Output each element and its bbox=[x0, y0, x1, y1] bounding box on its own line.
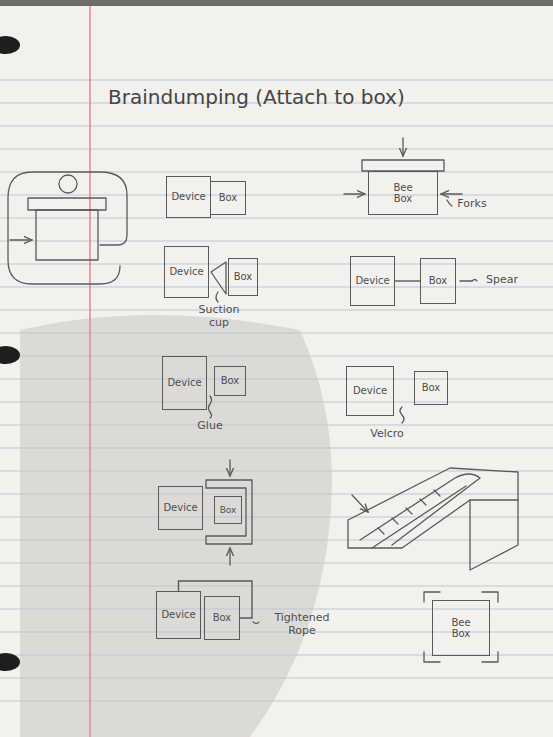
box-text: Device bbox=[353, 385, 387, 397]
sketch-box: Bee Box bbox=[368, 171, 438, 215]
box-text: Device bbox=[163, 502, 197, 514]
sketch-label: Glue bbox=[190, 420, 230, 433]
forks-sketch bbox=[344, 138, 462, 206]
box-text: Device bbox=[171, 191, 205, 203]
sketch-box: Device bbox=[164, 246, 209, 298]
glue-dab bbox=[209, 396, 212, 418]
sketch-label: Velcro bbox=[362, 428, 412, 441]
box-text: Box bbox=[220, 505, 237, 515]
box-text: Box bbox=[221, 375, 240, 387]
box-text: Box bbox=[234, 271, 253, 283]
sketch-label: Spear bbox=[480, 274, 524, 287]
sketch-box: Device bbox=[156, 591, 201, 639]
box-text: Device bbox=[355, 275, 389, 287]
corner-brackets bbox=[424, 592, 498, 662]
sketch-box: Box bbox=[414, 371, 448, 405]
ruled-lines bbox=[0, 80, 553, 701]
sketch-box: Box bbox=[228, 258, 258, 296]
box-text: Box bbox=[422, 382, 441, 394]
sketch-box: Device bbox=[346, 366, 394, 416]
suction-cup bbox=[211, 262, 226, 302]
clamp-sketch bbox=[206, 460, 252, 565]
loop-sketch bbox=[8, 172, 127, 284]
sketch-box: Box bbox=[204, 596, 240, 640]
sketch-box: Device bbox=[158, 486, 203, 530]
box-text: Bee Box bbox=[446, 617, 476, 640]
sketch-box: Box bbox=[420, 258, 456, 304]
spear bbox=[460, 280, 477, 282]
sketch-box: Box bbox=[214, 496, 242, 524]
box-text: Device bbox=[169, 266, 203, 278]
rail-sketch bbox=[348, 468, 518, 570]
page-title: Braindumping (Attach to box) bbox=[108, 86, 405, 109]
binder-holes bbox=[0, 36, 20, 671]
rope-leader bbox=[253, 622, 259, 624]
page-edge bbox=[0, 0, 553, 6]
box-text: Device bbox=[167, 377, 201, 389]
box-text: Bee Box bbox=[388, 182, 418, 205]
sketch-box: Device bbox=[166, 176, 211, 218]
velcro-strip bbox=[400, 407, 404, 423]
sketch-box: Device bbox=[162, 356, 207, 410]
sketch-box: Box bbox=[210, 181, 246, 215]
sketch-box: Device bbox=[350, 256, 395, 306]
box-text: Device bbox=[161, 609, 195, 621]
sketch-box: Box bbox=[214, 366, 246, 396]
shadow bbox=[20, 315, 332, 737]
connector-line bbox=[395, 280, 420, 281]
box-text: Box bbox=[213, 612, 232, 624]
box-text: Box bbox=[429, 275, 448, 287]
margin-line bbox=[89, 6, 91, 737]
sketch-label: Suction cup bbox=[192, 304, 246, 329]
sketch-box: Bee Box bbox=[432, 600, 490, 656]
sketch-label: Tightened Rope bbox=[262, 612, 342, 637]
box-text: Box bbox=[219, 192, 238, 204]
sketch-label: Forks bbox=[450, 198, 494, 211]
